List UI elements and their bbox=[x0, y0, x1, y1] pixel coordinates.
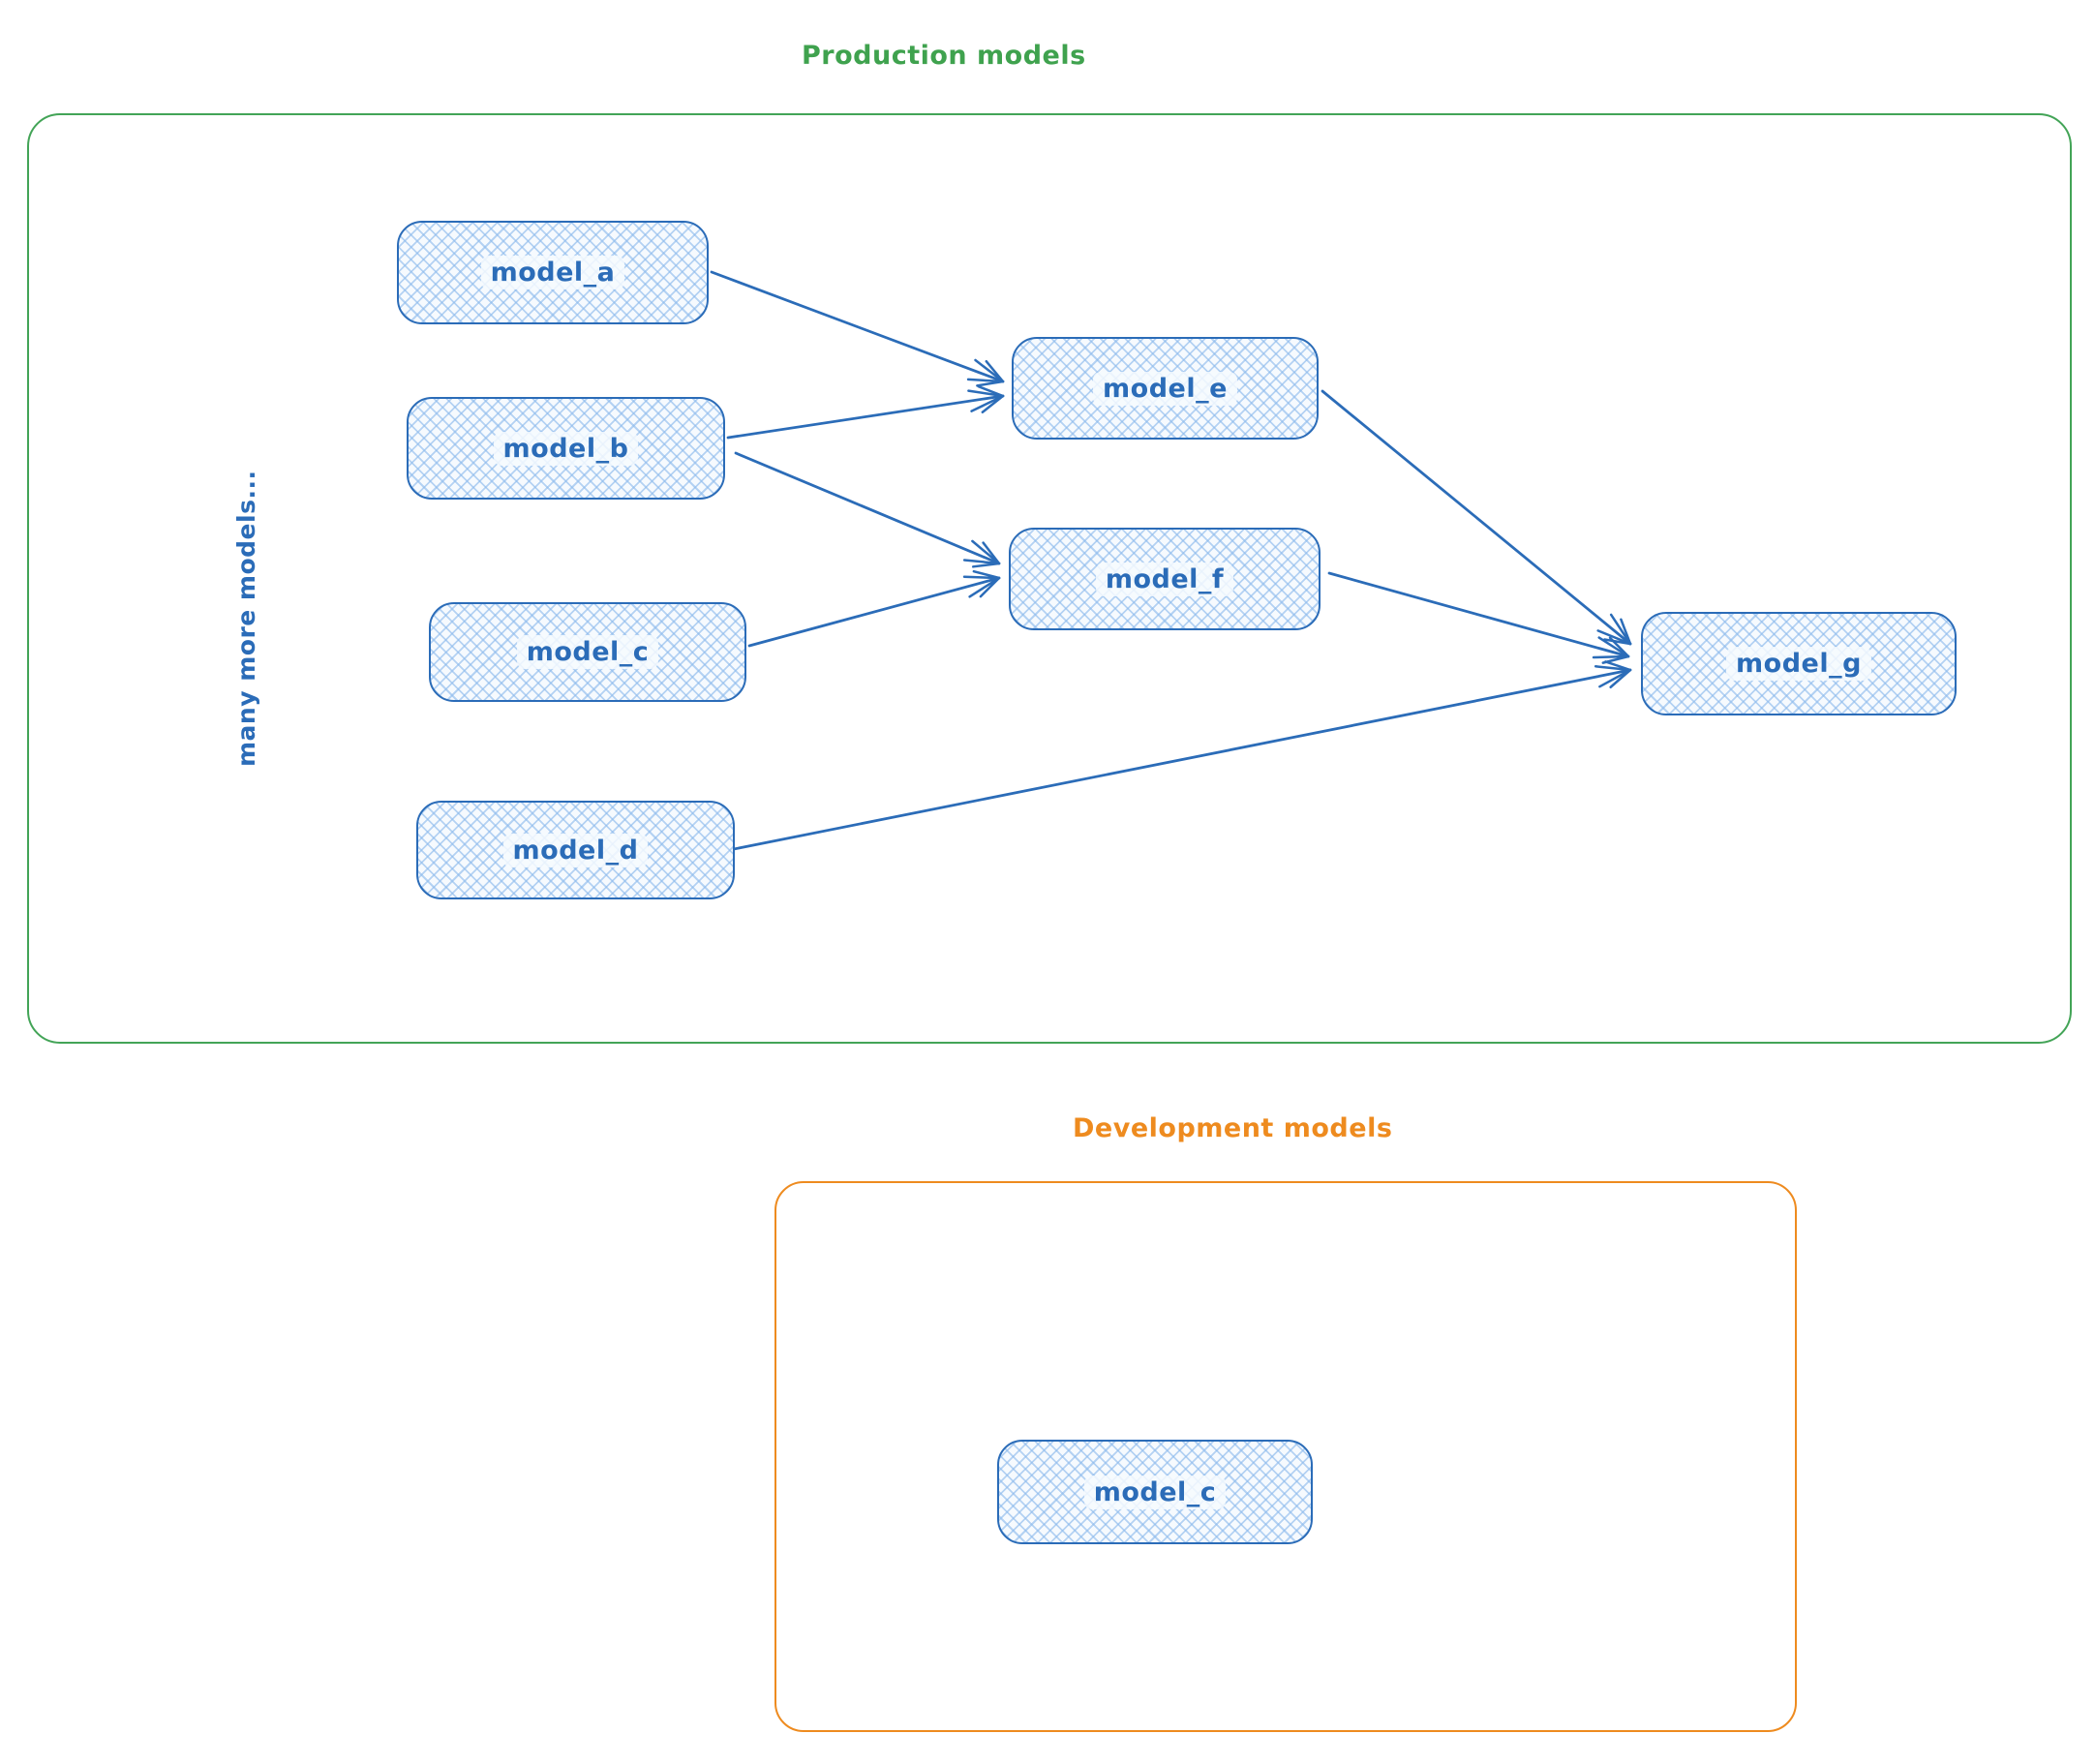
node-model-b-label: model_b bbox=[493, 431, 639, 466]
node-model-e-label: model_e bbox=[1093, 371, 1237, 406]
node-model-d: model_d bbox=[416, 801, 735, 899]
node-model-f-label: model_f bbox=[1095, 562, 1234, 596]
development-group-box bbox=[774, 1181, 1797, 1732]
node-model-e: model_e bbox=[1012, 337, 1319, 440]
node-model-c: model_c bbox=[429, 602, 746, 702]
production-group-title: Production models bbox=[802, 41, 1086, 71]
node-model-a: model_a bbox=[397, 221, 709, 324]
development-group-title: Development models bbox=[1073, 1113, 1393, 1143]
node-model-g: model_g bbox=[1641, 612, 1957, 715]
node-model-c-dev: model_c bbox=[997, 1440, 1313, 1544]
node-model-d-label: model_d bbox=[502, 833, 649, 867]
node-model-c-label: model_c bbox=[516, 635, 659, 669]
many-more-models-label: many more models... bbox=[232, 470, 260, 767]
node-model-f: model_f bbox=[1009, 528, 1321, 630]
node-model-a-label: model_a bbox=[480, 256, 625, 289]
node-model-c-dev-label: model_c bbox=[1083, 1475, 1227, 1509]
node-model-g-label: model_g bbox=[1726, 647, 1871, 681]
production-group-box bbox=[27, 113, 2072, 1044]
node-model-b: model_b bbox=[407, 397, 725, 500]
